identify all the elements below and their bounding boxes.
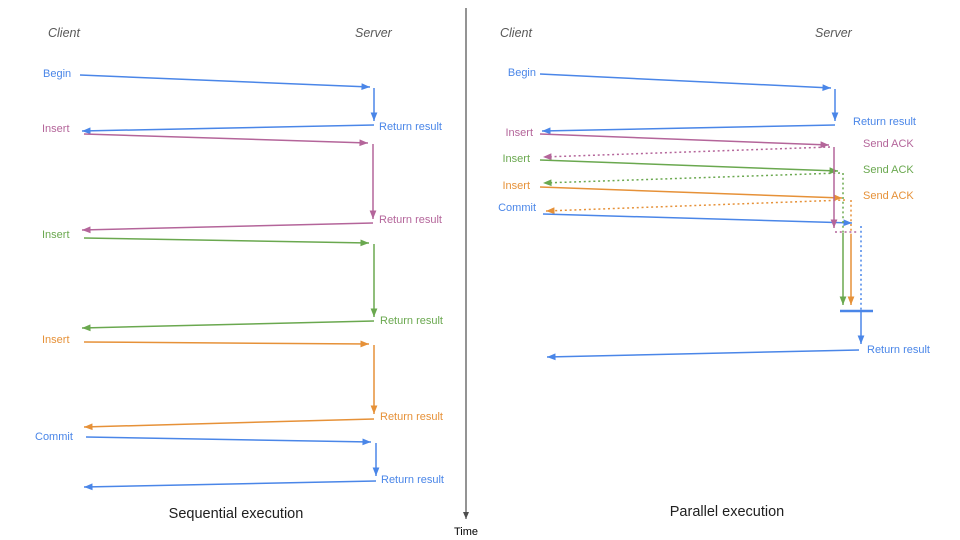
parallel-begin-request-arrow	[539, 73, 832, 91]
parallel-insert3-processing-line	[847, 235, 855, 305]
parallel-caption: Parallel execution	[669, 504, 785, 520]
sequential-insert3-return-arrow	[83, 418, 375, 431]
sequential-label-insert-3: Insert	[42, 334, 70, 346]
parallel-insert2-ack-arrow	[542, 172, 841, 187]
parallel-final-return-arrow	[546, 349, 860, 361]
sequential-insert3-processing-line	[370, 345, 378, 414]
parallel-insert1-request-arrow	[539, 133, 830, 149]
sequential-insert3-request-arrow	[83, 340, 370, 348]
parallel-insert3-ack-arrow	[545, 199, 846, 215]
parallel-label-insert-2: Insert	[502, 153, 530, 165]
sequential-label-return-result-1: Return result	[379, 121, 442, 133]
sequential-insert1-processing-line	[369, 144, 377, 219]
sequential-label-return-result-2: Return result	[379, 214, 442, 226]
sequential-begin-processing-line	[370, 88, 378, 121]
parallel-commit-request-arrow	[542, 213, 853, 227]
parallel-label-return-result-1: Return result	[853, 116, 916, 128]
parallel-label-commit: Commit	[498, 202, 536, 214]
parallel-label-send-ack-3: Send ACK	[863, 190, 914, 202]
parallel-insert2-request-arrow	[539, 159, 839, 175]
parallel-insert2-processing-line	[839, 233, 847, 305]
parallel-label-begin: Begin	[508, 67, 536, 79]
sequential-label-return-result-5: Return result	[381, 474, 444, 486]
sequential-insert2-return-arrow	[81, 320, 375, 332]
sequential-insert1-request-arrow	[83, 133, 369, 147]
parallel-insert1-ack-arrow	[542, 146, 831, 161]
sequential-server-header: Server	[355, 26, 392, 40]
parallel-commit-processing-line	[857, 312, 865, 344]
sequential-client-header: Client	[48, 26, 80, 40]
parallel-begin-return-arrow	[541, 124, 836, 135]
parallel-label-send-ack-1: Send ACK	[863, 138, 914, 150]
sequential-label-return-result-3: Return result	[380, 315, 443, 327]
sequential-label-commit: Commit	[35, 431, 73, 443]
sequential-insert1-return-arrow	[81, 222, 374, 234]
sequential-begin-request-arrow	[79, 74, 371, 91]
parallel-insert1-processing-line	[830, 147, 838, 228]
sequential-label-return-result-4: Return result	[380, 411, 443, 423]
sequential-insert2-processing-line	[370, 244, 378, 317]
parallel-insert3-request-arrow	[539, 186, 843, 202]
parallel-label-send-ack-2: Send ACK	[863, 164, 914, 176]
parallel-server-header: Server	[815, 26, 852, 40]
parallel-begin-processing-line	[831, 89, 839, 121]
parallel-label-insert-1: Insert	[505, 127, 533, 139]
sequential-commit-return-arrow	[83, 480, 377, 491]
sequential-begin-return-arrow	[81, 124, 375, 135]
parallel-client-header: Client	[500, 26, 532, 40]
sequential-insert2-request-arrow	[83, 237, 370, 247]
sequential-label-insert-1: Insert	[42, 123, 70, 135]
time-axis-line	[463, 8, 469, 519]
sequential-commit-processing-line	[372, 443, 380, 476]
parallel-label-return-result-2: Return result	[867, 344, 930, 356]
parallel-label-insert-3: Insert	[502, 180, 530, 192]
sequential-commit-request-arrow	[85, 436, 372, 446]
sequential-label-insert-2: Insert	[42, 229, 70, 241]
sequential-caption: Sequential execution	[168, 506, 304, 522]
time-axis-label: Time	[453, 526, 479, 538]
sequential-label-begin: Begin	[43, 68, 71, 80]
